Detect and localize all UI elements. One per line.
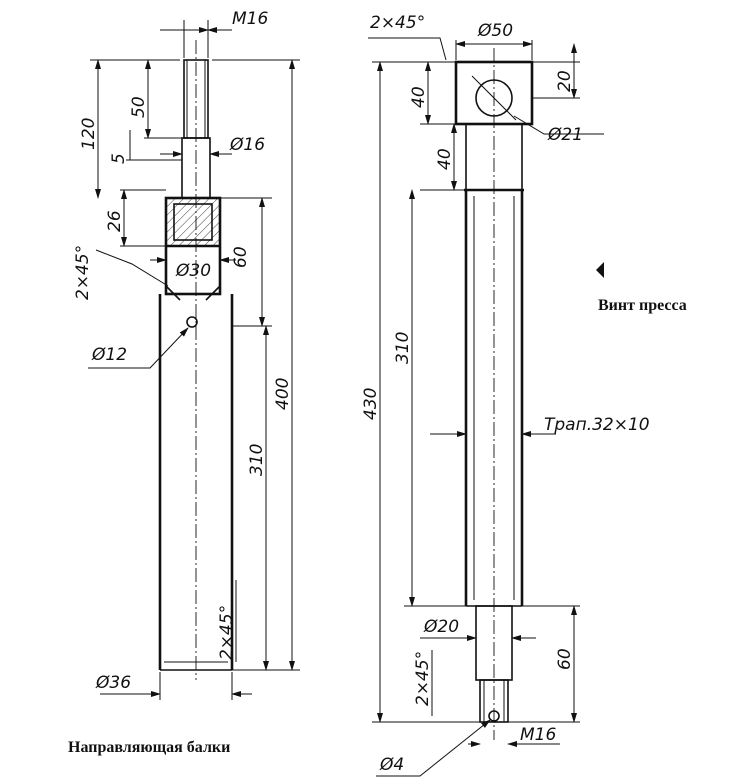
arrow-marker-icon (596, 262, 604, 278)
screw-part: 2×45° Ø50 20 Ø21 40 40 430 310 Трап. (361, 13, 687, 777)
guide-part: M16 120 50 5 26 Ø16 2×45° Ø30 60 Ø1 (68, 9, 300, 756)
screw-thread-end (479, 679, 509, 723)
guide-dim-120: 120 (79, 118, 99, 150)
screw-dim-thread: Трап.32×10 (544, 415, 650, 435)
screw-dim-40a: 40 (409, 86, 429, 108)
screw-dim-dia50: Ø50 (477, 21, 513, 41)
guide-cross-hole (186, 316, 198, 328)
screw-dim-430: 430 (361, 388, 381, 420)
guide-dim-5: 5 (109, 153, 129, 164)
guide-dim-dia12: Ø12 (91, 345, 127, 365)
guide-collar-hatch (166, 198, 220, 246)
guide-dim-400: 400 (273, 378, 293, 410)
screw-dim-310: 310 (393, 332, 413, 364)
guide-dim-dia36: Ø36 (95, 673, 131, 693)
guide-dim-thread: M16 (232, 9, 268, 29)
screw-title: Винт пресса (598, 297, 687, 314)
screw-dim-chamfer-bottom: 2×45° (413, 651, 433, 706)
screw-dim-dia4: Ø4 (379, 755, 404, 775)
guide-dim-60: 60 (231, 246, 251, 268)
guide-dim-310: 310 (247, 444, 267, 476)
guide-dim-dia30: Ø30 (175, 261, 211, 281)
guide-dim-26: 26 (105, 210, 125, 232)
screw-dim-60: 60 (555, 648, 575, 670)
screw-dim-dia21: Ø21 (547, 125, 583, 145)
guide-dim-chamfer-top: 2×45° (73, 245, 93, 300)
screw-dim-40b: 40 (435, 148, 455, 170)
guide-dim-chamfer-bottom: 2×45° (217, 605, 237, 660)
guide-dim-50: 50 (129, 96, 149, 118)
screw-dim-thread-end: M16 (520, 725, 556, 745)
guide-title: Направляющая балки (68, 739, 230, 756)
screw-dim-dia20: Ø20 (423, 617, 459, 637)
screw-dim-20: 20 (555, 70, 575, 92)
screw-dim-chamfer-top: 2×45° (370, 13, 425, 33)
screw-head-hole (475, 79, 513, 117)
screw-end-hole (488, 710, 500, 722)
guide-dim-dia16: Ø16 (229, 135, 265, 155)
